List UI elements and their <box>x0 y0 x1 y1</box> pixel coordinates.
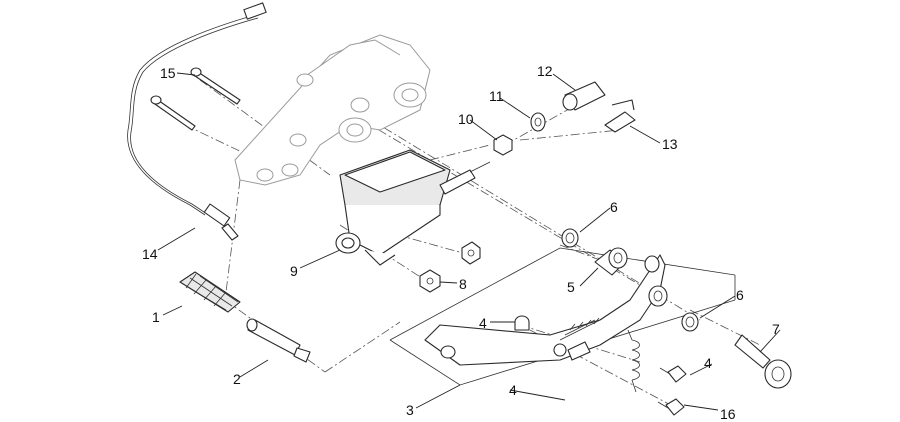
clip-13 <box>604 99 636 133</box>
bushing-5 <box>594 247 628 276</box>
callout-11: 11 <box>489 88 504 104</box>
screw-4-top <box>514 315 530 331</box>
callout-12: 12 <box>537 63 553 79</box>
callout-9: 9 <box>290 263 298 279</box>
callout-2: 2 <box>233 371 241 387</box>
washer-6-lower <box>681 312 699 332</box>
callout-6-upper: 6 <box>610 199 618 215</box>
clevis-12 <box>562 81 606 111</box>
pivot-bolt-7 <box>734 334 792 389</box>
pin-2 <box>246 318 311 363</box>
callout-labels: 1 2 3 4 4 4 5 6 6 7 8 9 10 11 12 13 14 1… <box>142 63 780 422</box>
leader-lines <box>157 72 781 411</box>
callout-14: 14 <box>142 246 158 262</box>
sensor-cable <box>127 2 267 241</box>
screw-4-bottom <box>657 398 685 416</box>
callout-4-right: 4 <box>704 355 712 371</box>
callout-10: 10 <box>458 111 474 127</box>
brake-pedal-3 <box>424 254 668 366</box>
callout-4-top: 4 <box>479 315 487 331</box>
nuts-8 <box>419 241 481 293</box>
callout-13: 13 <box>662 136 678 152</box>
spring-16 <box>627 329 640 393</box>
callout-8: 8 <box>459 276 467 292</box>
washer-11 <box>530 112 546 132</box>
callout-6-lower: 6 <box>736 287 744 303</box>
rubber-cover-1 <box>179 271 241 313</box>
bolts-15 <box>150 67 241 131</box>
callout-1: 1 <box>152 309 160 325</box>
callout-15: 15 <box>160 65 176 81</box>
master-cylinder <box>335 149 491 266</box>
callout-16: 16 <box>720 406 736 422</box>
callout-4-bottom: 4 <box>509 382 517 398</box>
callout-7: 7 <box>772 321 780 337</box>
callout-5: 5 <box>567 279 575 295</box>
screw-4-right <box>659 365 687 383</box>
callout-3: 3 <box>406 402 414 418</box>
nut-10 <box>493 134 513 156</box>
washer-6-upper <box>561 228 579 248</box>
mounting-bracket <box>234 34 431 186</box>
